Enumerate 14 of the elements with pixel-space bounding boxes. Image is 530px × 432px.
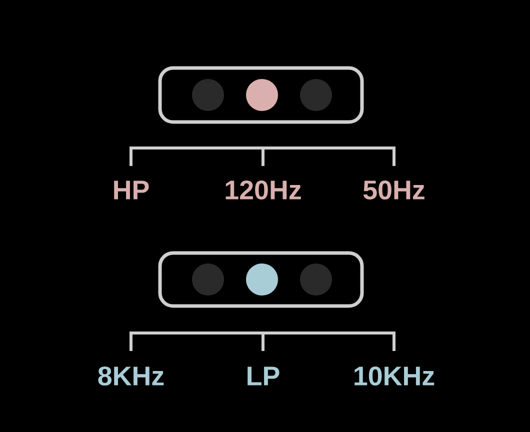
selected-dot xyxy=(246,264,278,296)
switch-dot xyxy=(300,79,332,111)
option-label: 8KHz xyxy=(98,366,164,386)
selected-dot xyxy=(246,79,278,111)
switch-dot xyxy=(300,264,332,296)
switch-dot xyxy=(192,264,224,296)
switch-panel xyxy=(158,66,364,124)
option-label: 50Hz xyxy=(363,180,424,200)
switch-panel xyxy=(158,251,364,308)
option-label: HP xyxy=(114,180,149,200)
option-label: 120Hz xyxy=(226,180,301,200)
switch-dot xyxy=(192,79,224,111)
option-label: 10KHz xyxy=(354,366,434,386)
option-label: LP xyxy=(248,366,280,386)
